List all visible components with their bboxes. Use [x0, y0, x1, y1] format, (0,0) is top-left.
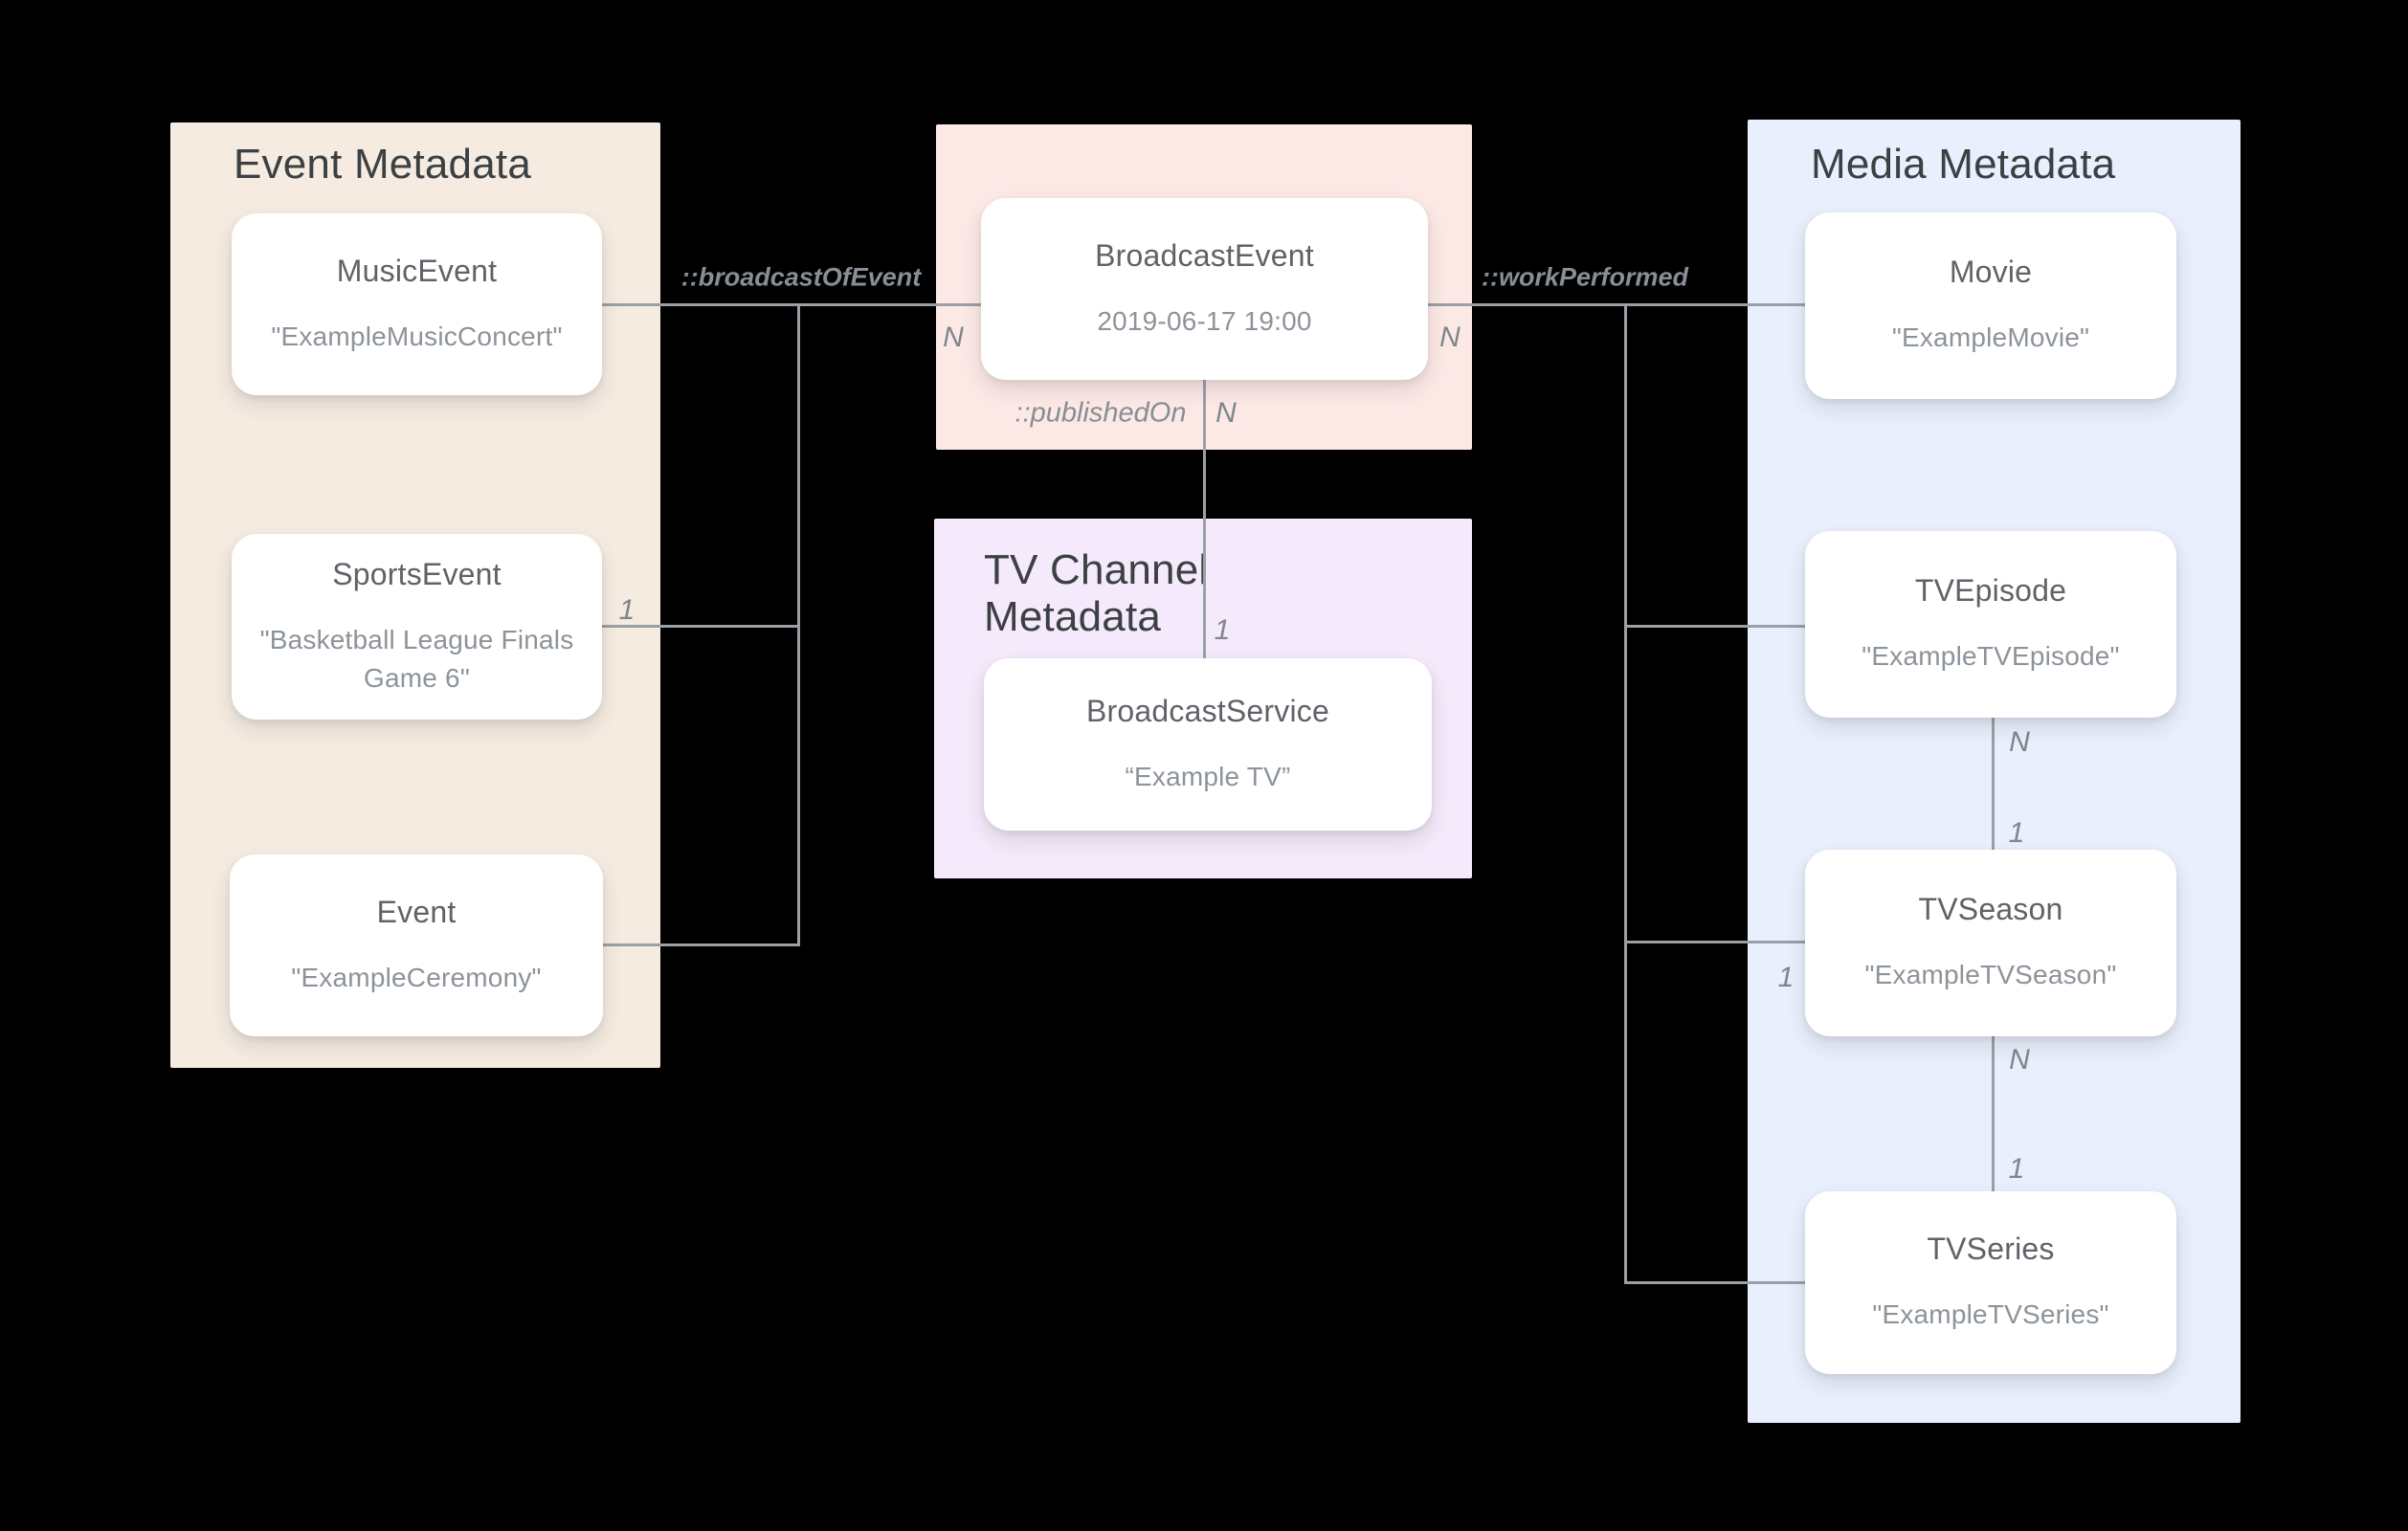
node-musicevent-title: MusicEvent [336, 253, 498, 288]
node-event: Event "ExampleCeremony" [230, 854, 603, 1036]
node-tvepisode: TVEpisode "ExampleTVEpisode" [1805, 531, 2176, 718]
node-broadcastevent-title: BroadcastEvent [1095, 237, 1314, 273]
event-metadata-title: Event Metadata [234, 141, 531, 188]
node-tvseries-title: TVSeries [1927, 1231, 2055, 1267]
connector-tvepisode-branch [1624, 625, 1807, 628]
cardinality-episode-season-n: N [2009, 726, 2030, 758]
connector-sportsevent-branch [602, 625, 799, 628]
edge-label-publishedon: ::publishedOn [1014, 397, 1187, 429]
connector-musicevent-broadcastevent [602, 303, 981, 306]
node-musicevent-value: "ExampleMusicConcert" [271, 321, 563, 351]
cardinality-broadcastevent-left-n: N [943, 322, 964, 353]
node-sportsevent-value: "Basketball League Finals Game 6" [259, 625, 574, 693]
edge-label-broadcastofevent: ::broadcastOfEvent [680, 262, 922, 292]
node-tvseason: TVSeason "ExampleTVSeason" [1805, 850, 2176, 1036]
node-tvepisode-title: TVEpisode [1914, 573, 2067, 609]
node-movie-value: "ExampleMovie" [1891, 322, 2090, 353]
node-broadcastevent: BroadcastEvent 2019-06-17 19:00 [981, 198, 1428, 380]
cardinality-season-series-one: 1 [2008, 1153, 2025, 1185]
cardinality-publishedon-one: 1 [1214, 614, 1231, 646]
connector-right-trunk [1624, 303, 1627, 1284]
cardinality-publishedon-n: N [1215, 397, 1237, 429]
tv-channel-metadata-title: TV Channel Metadata [984, 546, 1209, 641]
node-tvepisode-value: "ExampleTVEpisode" [1862, 641, 2120, 672]
node-event-title: Event [376, 894, 457, 929]
connector-broadcastevent-broadcastservice [1203, 380, 1206, 662]
node-tvseries-value: "ExampleTVSeries" [1872, 1299, 2109, 1330]
node-broadcastservice-value: “Example TV” [1125, 761, 1291, 791]
node-movie-title: Movie [1949, 255, 2033, 290]
node-broadcastservice: BroadcastService “Example TV” [984, 658, 1432, 831]
connector-tvseries-branch [1624, 1281, 1807, 1284]
node-broadcastevent-value: 2019-06-17 19:00 [1097, 305, 1312, 336]
connector-tvepisode-tvseason [1992, 718, 1995, 850]
cardinality-tvseason-branch-one: 1 [1777, 962, 1795, 993]
node-tvseason-value: "ExampleTVSeason" [1864, 960, 2117, 990]
node-tvseries: TVSeries "ExampleTVSeries" [1805, 1191, 2176, 1374]
node-musicevent: MusicEvent "ExampleMusicConcert" [232, 213, 602, 395]
connector-broadcastevent-movie [1428, 303, 1807, 306]
edge-label-workperformed: ::workPerformed [1481, 262, 1689, 292]
media-metadata-title: Media Metadata [1811, 141, 2116, 188]
cardinality-broadcastevent-right-n: N [1439, 322, 1460, 353]
connector-tvseason-tvseries [1992, 1036, 1995, 1191]
cardinality-episode-season-one: 1 [2008, 817, 2025, 849]
node-movie: Movie "ExampleMovie" [1805, 212, 2176, 399]
node-event-value: "ExampleCeremony" [291, 962, 542, 992]
node-tvseason-title: TVSeason [1918, 892, 2063, 927]
connector-tvseason-branch [1624, 941, 1807, 943]
node-sportsevent-title: SportsEvent [332, 557, 502, 592]
node-sportsevent: SportsEvent "Basketball League Finals Ga… [232, 534, 602, 720]
node-broadcastservice-title: BroadcastService [1086, 693, 1329, 728]
cardinality-season-series-n: N [2009, 1044, 2030, 1076]
connector-event-branch [602, 943, 799, 946]
cardinality-sportsevent-one: 1 [618, 594, 635, 626]
